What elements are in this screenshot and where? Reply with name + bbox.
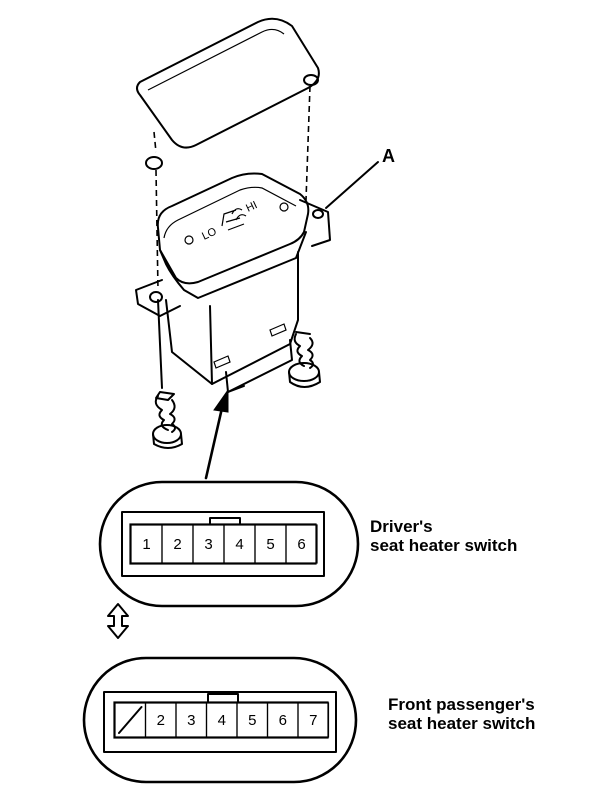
lo-symbol: LO	[200, 225, 219, 242]
switch-assembly-a: HI LO	[135, 172, 331, 393]
hi-symbol: HI	[244, 199, 259, 215]
pin-number: 3	[204, 536, 212, 553]
alignment-guides	[145, 85, 311, 291]
passenger-caption-line1: Front passenger's	[388, 695, 535, 714]
pin-cell	[297, 702, 330, 738]
passenger-caption-line2: seat heater switch	[388, 714, 535, 733]
pin-number: 7	[309, 712, 317, 729]
pin-number: 3	[187, 712, 195, 729]
pin-cell	[285, 524, 318, 564]
pin-number: 2	[157, 712, 165, 729]
callout-a-label: A	[382, 146, 395, 166]
driver-caption-line2: seat heater switch	[370, 536, 517, 555]
pin-number: 4	[235, 536, 243, 553]
switch-cover-plate	[136, 17, 320, 149]
connector-view-arrow	[204, 388, 229, 480]
pin-number: 1	[142, 536, 150, 553]
pin-number: 6	[297, 536, 305, 553]
driver-connector: 1 2 3 4 5 6	[98, 480, 360, 608]
mounting-screw-right	[288, 331, 321, 388]
mounting-screw-left	[152, 299, 183, 449]
mounting-hole	[145, 156, 163, 170]
empty-pin-slash	[118, 706, 143, 734]
passenger-pin-row: 2 3 4 5 6 7	[114, 702, 330, 738]
passenger-connector: 2 3 4 5 6 7	[82, 656, 358, 784]
driver-pin-row: 1 2 3 4 5 6	[130, 524, 318, 564]
swap-double-arrow-icon	[107, 603, 129, 639]
pin-number: 4	[218, 712, 226, 729]
callout-a: A	[325, 146, 395, 209]
pin-number: 5	[266, 536, 274, 553]
pin-number: 6	[279, 712, 287, 729]
pin-number: 2	[173, 536, 181, 553]
seat-heater-icon: HI LO	[200, 199, 259, 243]
pin-number: 5	[248, 712, 256, 729]
driver-caption-line1: Driver's	[370, 517, 433, 536]
